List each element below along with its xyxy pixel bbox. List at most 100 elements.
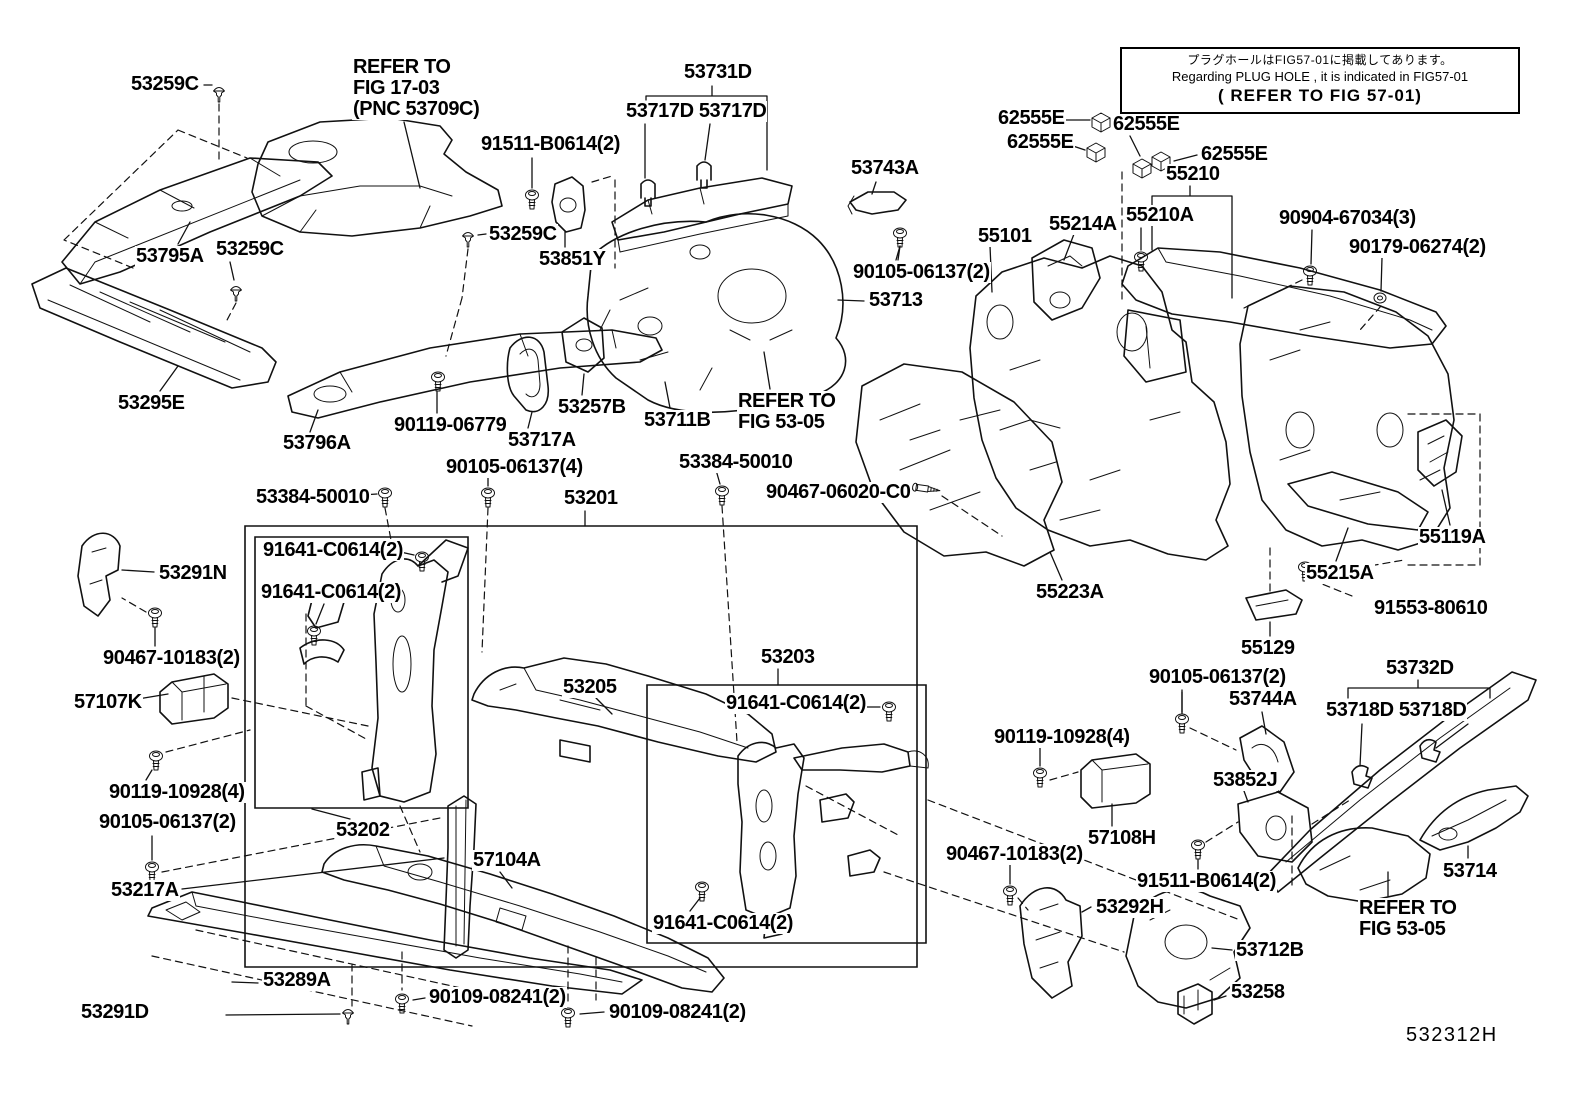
- part-number-label: 53295E: [117, 392, 186, 414]
- part-53292H-bracket: [1003, 862, 1092, 998]
- part-number-label: 53202: [335, 819, 391, 841]
- part-53852J-bracket: [1238, 791, 1350, 888]
- plug-hole-note-box: プラグホールはFIG57-01に掲載してあります。 Regarding PLUG…: [1120, 47, 1520, 114]
- note-japanese-text: プラグホールはFIG57-01に掲載してあります。: [1187, 53, 1453, 67]
- part-number-label: 53217A: [110, 879, 180, 901]
- note-refer-text: ( REFER TO FIG 57-01): [1218, 86, 1422, 105]
- nut-90179: [1360, 258, 1387, 330]
- bolt-91511-bottom: [1191, 822, 1239, 869]
- part-number-label: 55223A: [1035, 581, 1105, 603]
- part-number-label: 90467-06020-C0: [765, 481, 912, 503]
- part-number-label: 90467-10183(2): [102, 647, 241, 669]
- bolts-90109: [395, 946, 605, 1028]
- figure-reference-label: REFER TO FIG 17-03 (PNC 53709C): [352, 56, 481, 120]
- part-53743A-bracket: [848, 182, 907, 260]
- part-number-label: 62555E: [1006, 131, 1075, 153]
- part-55223A-insulator: [856, 364, 1062, 580]
- part-53851Y-bracket: [552, 176, 615, 268]
- part-53258-bracket: [1178, 984, 1226, 1024]
- part-number-label: 53718D 53718D: [1325, 699, 1468, 721]
- part-number-label: 91641-C0614(2): [725, 692, 868, 714]
- part-number-label: 91511-B0614(2): [1136, 870, 1277, 892]
- part-number-label: 53203: [760, 646, 816, 668]
- part-number-label: 53384-50010: [255, 486, 371, 508]
- part-number-label: 53732D: [1385, 657, 1455, 679]
- part-number-label: 53289A: [262, 969, 332, 991]
- part-number-label: 53717D 53717D: [625, 100, 768, 122]
- part-number-label: 90119-10928(4): [993, 726, 1131, 748]
- part-57107K-box: [138, 674, 368, 780]
- bolt-90904: [1244, 230, 1317, 308]
- part-number-label: 53714: [1442, 860, 1498, 882]
- part-number-label: 53292H: [1095, 896, 1165, 918]
- part-number-label: 53795A: [135, 245, 205, 267]
- part-number-label: 53713: [868, 289, 924, 311]
- part-number-label: 53259C: [215, 238, 285, 260]
- part-number-label: 91511-B0614(2): [480, 133, 621, 155]
- assembly-box-53201: [245, 526, 917, 967]
- part-number-label: 90179-06274(2): [1348, 236, 1487, 258]
- part-53717A-hook: [507, 337, 548, 428]
- part-53291N-bracket: [78, 533, 162, 646]
- part-57108H-box: [1033, 746, 1151, 826]
- part-number-label: 53717A: [507, 429, 577, 451]
- part-53295E-cowl-louver: [32, 268, 276, 391]
- part-number-label: 55129: [1240, 637, 1296, 659]
- part-55214A-bracket: [1032, 234, 1100, 320]
- part-53731D-apron-member: [612, 86, 792, 252]
- part-number-label: 55210: [1165, 163, 1221, 185]
- part-53257B-bracket: [562, 318, 670, 408]
- part-number-label: 91641-C0614(2): [262, 539, 405, 561]
- part-number-label: 90105-06137(2): [98, 811, 237, 833]
- part-number-label: 55119A: [1418, 526, 1487, 548]
- part-number-label: 90119-10928(4): [108, 781, 246, 803]
- part-53289A-brace: [148, 892, 642, 1026]
- part-number-label: 55214A: [1048, 213, 1118, 235]
- part-number-label: 53201: [563, 487, 619, 509]
- part-number-label: 53796A: [282, 432, 352, 454]
- part-number-label: 53291N: [158, 562, 228, 584]
- part-53795A-cowl-top-side: [62, 158, 332, 284]
- part-number-label: 53257B: [557, 396, 627, 418]
- part-number-label: 53712B: [1235, 939, 1305, 961]
- part-number-label: 91553-80610: [1373, 597, 1489, 619]
- part-number-label: 57107K: [73, 691, 143, 713]
- part-number-label: 90105-06137(2): [1148, 666, 1287, 688]
- screw-90467-06020: [903, 482, 1002, 536]
- part-number-label: 90105-06137(2): [852, 261, 991, 283]
- part-55101-dash-panel: [970, 246, 1230, 560]
- part-number-label: 90109-08241(2): [608, 1001, 747, 1023]
- part-number-label: 53851Y: [538, 248, 607, 270]
- part-number-label: 90904-67034(3): [1278, 207, 1417, 229]
- part-number-label: 53743A: [850, 157, 920, 179]
- part-number-label: 91641-C0614(2): [260, 581, 403, 603]
- part-number-label: 90119-06779: [393, 414, 508, 436]
- bolt-90105-left-bottom: [145, 818, 441, 882]
- part-number-label: 53258: [1230, 981, 1286, 1003]
- part-number-label: 91641-C0614(2): [652, 912, 795, 934]
- part-number-label: 55215A: [1305, 562, 1375, 584]
- cubes-62555E: [1064, 112, 1197, 179]
- bolt-90105-4: [481, 477, 495, 652]
- part-number-label: 55210A: [1125, 204, 1195, 226]
- part-number-label: 57104A: [472, 849, 542, 871]
- part-number-label: 62555E: [1200, 143, 1269, 165]
- part-number-label: 53852J: [1212, 769, 1279, 791]
- part-number-label: 62555E: [1112, 113, 1181, 135]
- bolt-90105-top: [896, 246, 900, 260]
- part-53202-side-support: [300, 540, 468, 852]
- part-number-label: 53744A: [1228, 688, 1298, 710]
- part-53709C-cowl-cover: [252, 118, 502, 236]
- part-number-label: 57108H: [1087, 827, 1157, 849]
- part-53205-upper-support: [472, 658, 776, 762]
- part-number-label: 53205: [562, 676, 618, 698]
- part-number-label: 53731D: [683, 61, 753, 83]
- clip-53259C-icons: [64, 85, 486, 356]
- part-55129-plate: [1246, 548, 1302, 636]
- part-number-label: 53711B: [643, 409, 712, 431]
- part-number-label: 55101: [977, 225, 1033, 247]
- bolt-90119-06779: [431, 371, 445, 413]
- part-53714-apron-rear: [1420, 786, 1528, 858]
- part-number-label: 53259C: [488, 223, 558, 245]
